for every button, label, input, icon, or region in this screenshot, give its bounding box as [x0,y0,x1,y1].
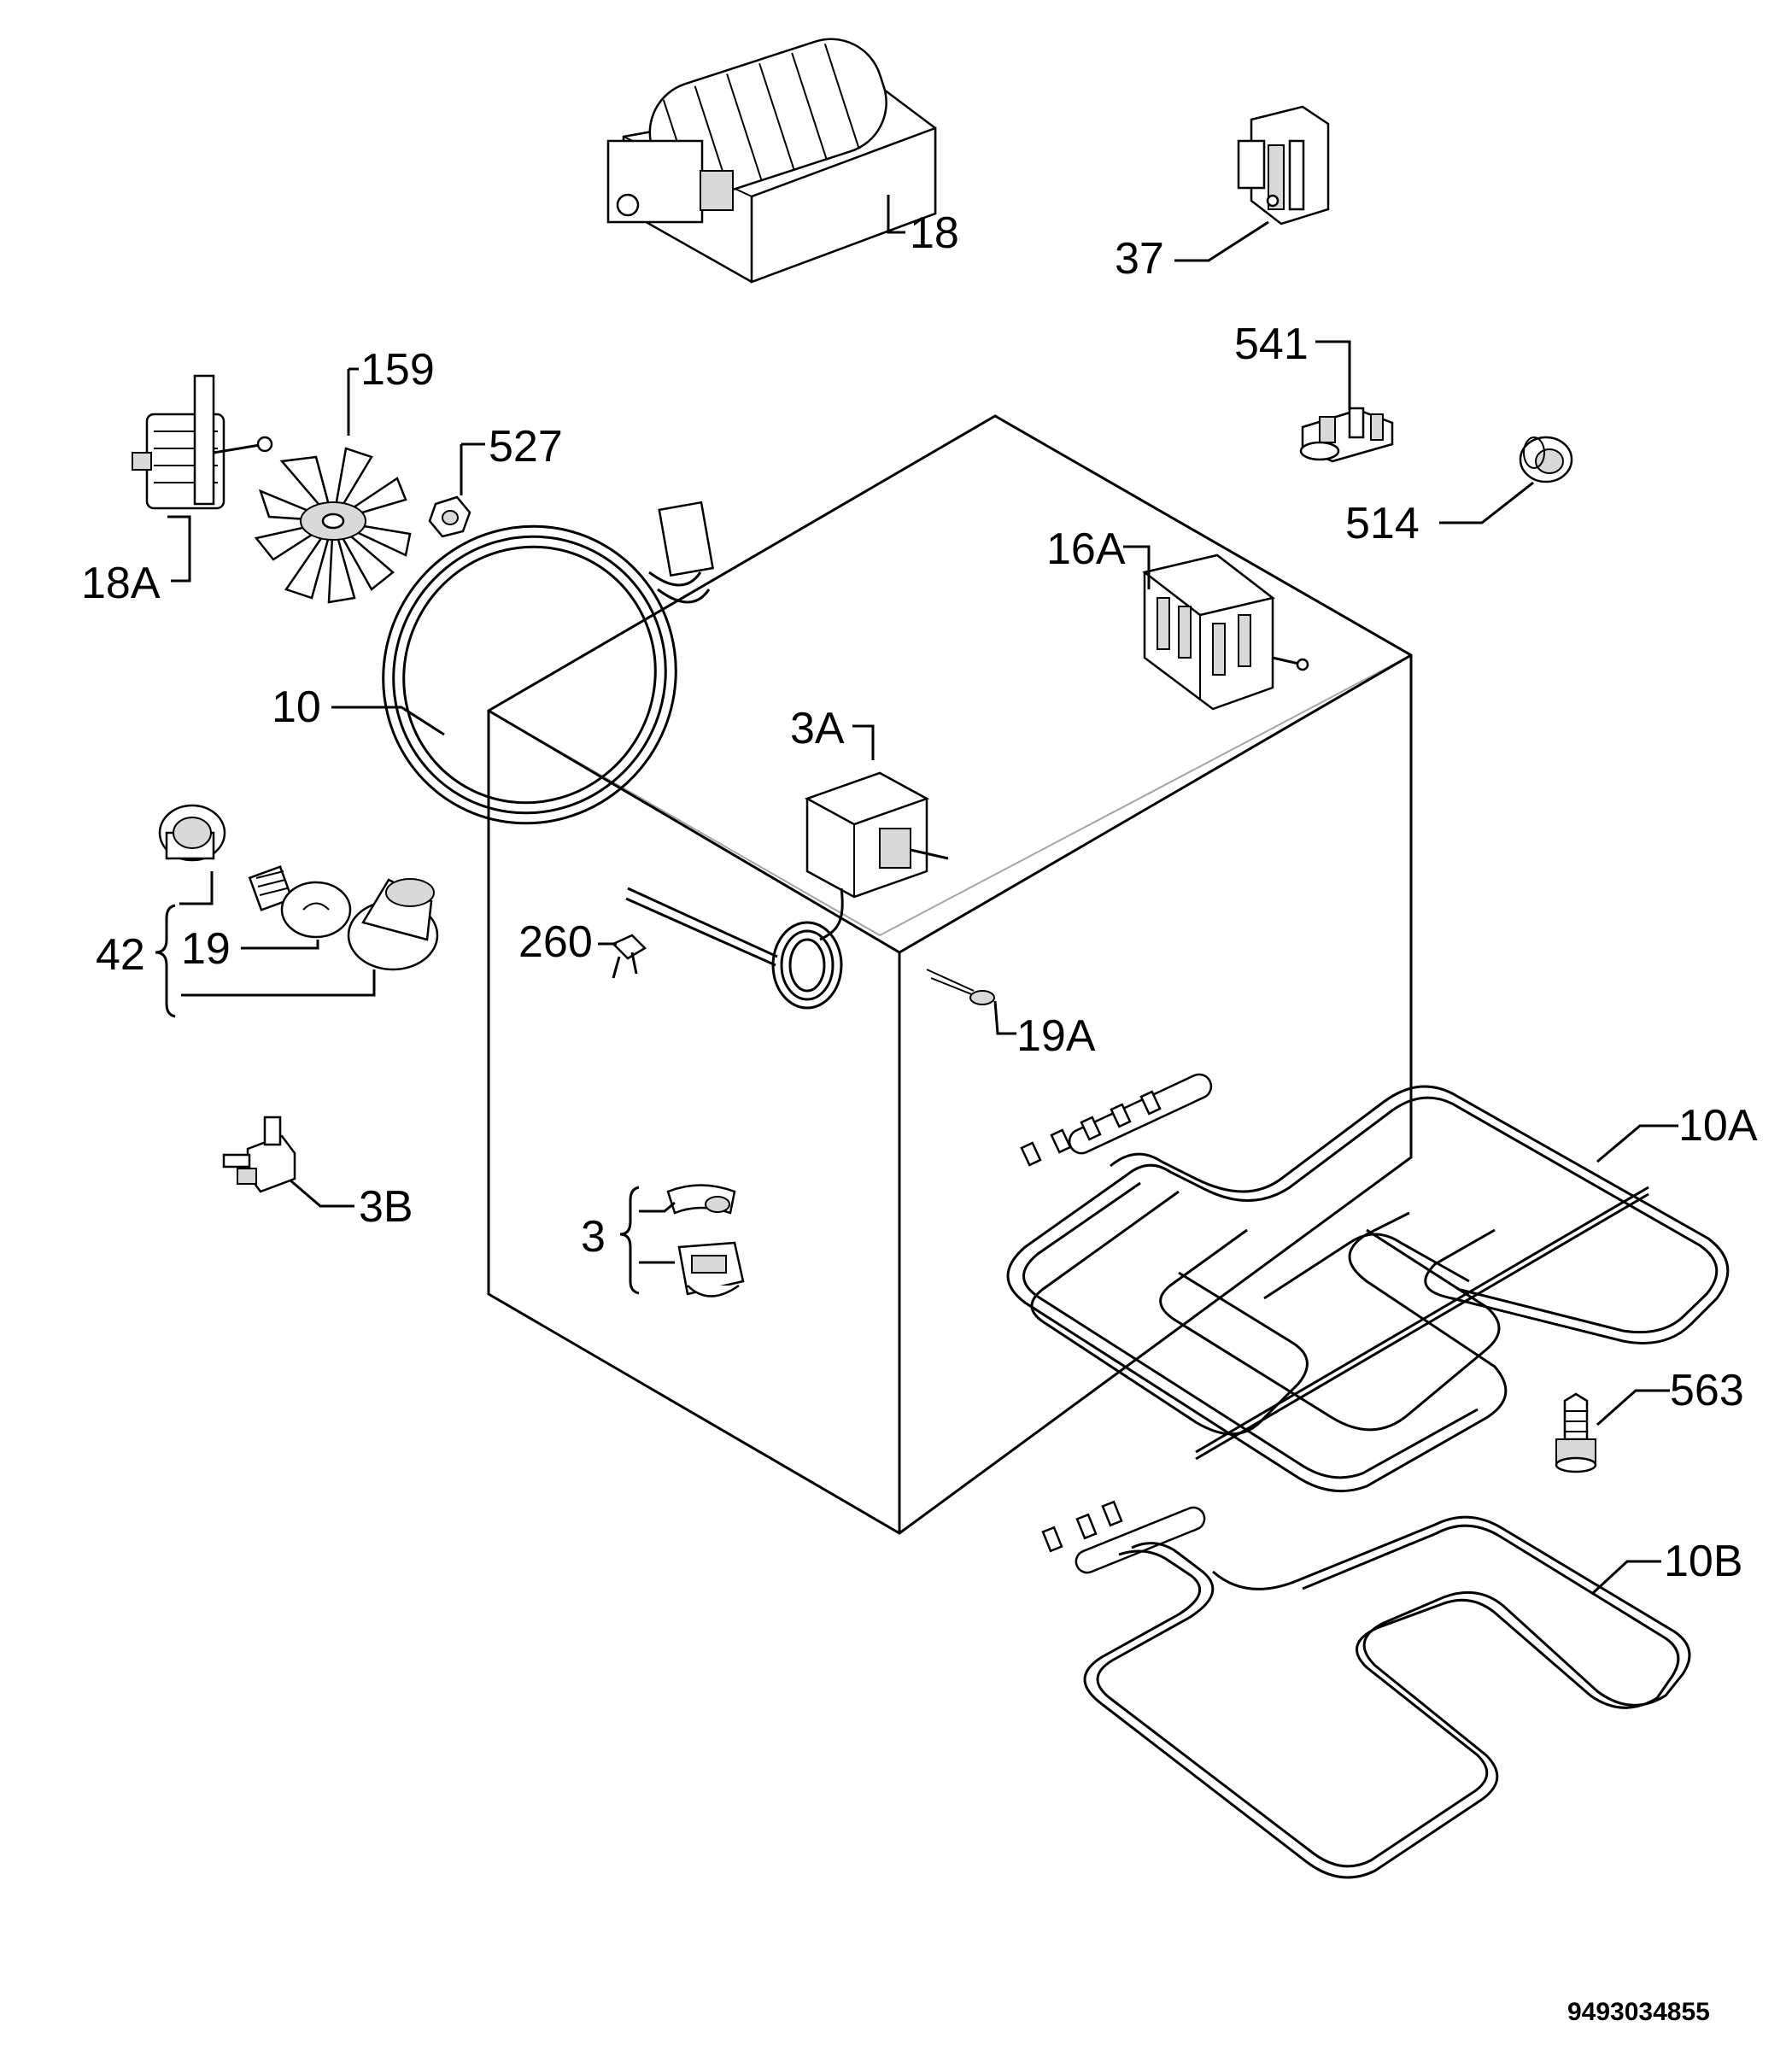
cable-clip-icon [611,934,647,979]
selector-switch-icon [1142,554,1309,711]
label-37: 37 [1115,234,1164,284]
label-18a: 18A [81,559,161,608]
label-19a: 19A [1016,1011,1096,1061]
tangential-fan-icon [606,38,937,284]
label-42: 42 [96,930,145,980]
grill-element-icon [1006,1073,1730,1493]
fan-motor-icon [132,374,273,510]
label-563: 563 [1670,1366,1744,1415]
thermostat-clip-icon [666,1184,745,1297]
label-260: 260 [518,917,593,967]
thermostat-icon [625,771,949,1010]
label-514: 514 [1345,499,1420,548]
label-3b: 3B [359,1182,413,1232]
label-10: 10 [272,682,321,732]
label-19: 19 [181,924,231,974]
grommet-icon [1519,436,1573,483]
nut-icon [428,495,471,538]
label-159: 159 [360,345,435,395]
lower-element-icon [1041,1500,1691,1879]
label-16a: 16A [1046,524,1126,574]
safety-thermostat-icon [222,1116,296,1193]
label-527: 527 [489,422,563,472]
label-10b: 10B [1664,1537,1743,1586]
circular-heating-element-icon [382,501,715,825]
label-3: 3 [581,1212,606,1262]
fan-blade-icon [254,447,412,604]
screw-icon [1555,1392,1597,1473]
label-541: 541 [1234,319,1309,369]
label-18: 18 [910,208,959,258]
lamp-assembly-icon [158,804,439,971]
indicator-lamp-icon [926,969,995,1005]
label-10a: 10A [1678,1101,1758,1151]
label-3a: 3A [790,704,845,753]
diagram-reference-number: 9493034855 [1567,1998,1710,2026]
microswitch-icon [1237,105,1330,226]
lamp-bulb-icon [248,865,352,939]
terminal-block-icon [1299,407,1394,463]
oven-cavity-box [487,414,1413,1535]
